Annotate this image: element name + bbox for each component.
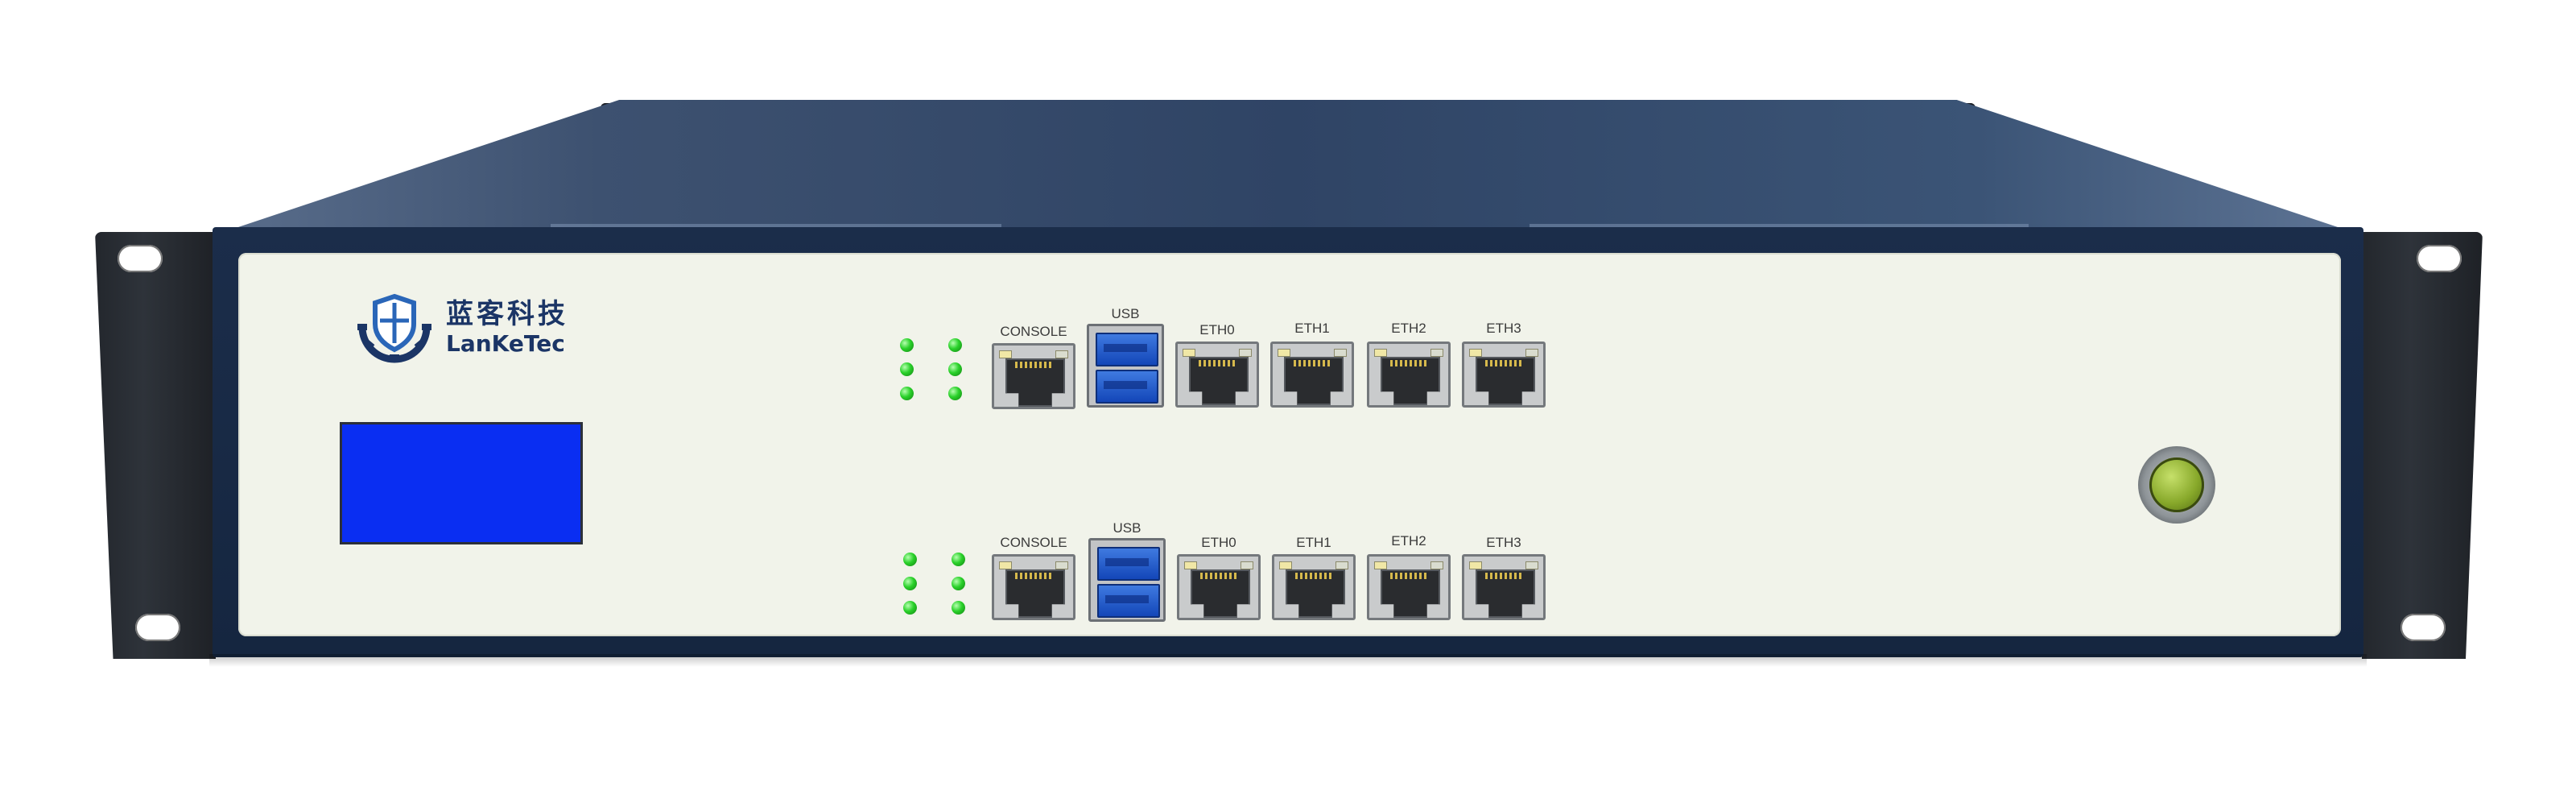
cover-seam-right [1530, 224, 2029, 227]
usb-port[interactable] [1087, 324, 1164, 408]
status-led-icon [948, 387, 962, 400]
eth2-port-label: ETH2 [1391, 321, 1426, 336]
brand-name-en: LanKeTec [446, 330, 565, 357]
console-port-label: CONSOLE [1000, 324, 1067, 339]
console-port[interactable] [992, 554, 1075, 620]
eth0-port-label: ETH0 [1199, 322, 1235, 337]
shield-gear-logo-icon [357, 293, 431, 363]
status-led-icon [900, 338, 914, 352]
power-button-face[interactable] [2149, 457, 2204, 512]
mount-hole [135, 614, 180, 641]
eth2-port-label: ETH2 [1391, 533, 1426, 549]
eth3-port-label: ETH3 [1486, 321, 1521, 336]
status-led-icon [900, 362, 914, 376]
status-led-icon [952, 553, 965, 566]
rack-ear-right [2362, 232, 2483, 659]
eth1-port-label: ETH1 [1294, 321, 1330, 336]
eth0-port[interactable] [1177, 554, 1261, 620]
mount-hole [2401, 614, 2446, 641]
status-led-icon [952, 601, 965, 615]
eth0-port-label: ETH0 [1201, 535, 1236, 550]
status-led-icon [952, 577, 965, 590]
eth1-port[interactable] [1272, 554, 1356, 620]
eth1-port-label: ETH1 [1296, 535, 1331, 550]
brand-logo: 蓝客科技 LanKeTec [354, 292, 565, 364]
console-port-label: CONSOLE [1000, 535, 1067, 550]
mount-hole [118, 245, 163, 272]
status-led-icon [948, 362, 962, 376]
status-led-icon [903, 601, 917, 615]
mount-hole [2417, 245, 2462, 272]
eth2-port[interactable] [1367, 342, 1451, 408]
status-led-icon [948, 338, 962, 352]
bezel-shadow [209, 654, 2367, 667]
cover-seam-left [551, 224, 1001, 227]
top-cover [209, 100, 2367, 237]
eth3-port-label: ETH3 [1486, 535, 1521, 550]
usb-port-label: USB [1111, 306, 1140, 321]
lcd-display [340, 422, 583, 544]
eth0-port[interactable] [1175, 342, 1259, 408]
eth2-port[interactable] [1367, 554, 1451, 620]
status-led-icon [900, 387, 914, 400]
eth1-port[interactable] [1270, 342, 1354, 408]
status-led-icon [903, 577, 917, 590]
usb-port[interactable] [1088, 538, 1166, 622]
power-button-icon[interactable] [2138, 446, 2215, 524]
eth3-port[interactable] [1462, 554, 1546, 620]
rack-ear-left [95, 232, 216, 659]
console-port[interactable] [992, 343, 1075, 409]
brand-name-cn: 蓝客科技 [446, 298, 568, 330]
usb-port-label: USB [1113, 520, 1141, 536]
status-led-icon [903, 553, 917, 566]
eth3-port[interactable] [1462, 342, 1546, 408]
